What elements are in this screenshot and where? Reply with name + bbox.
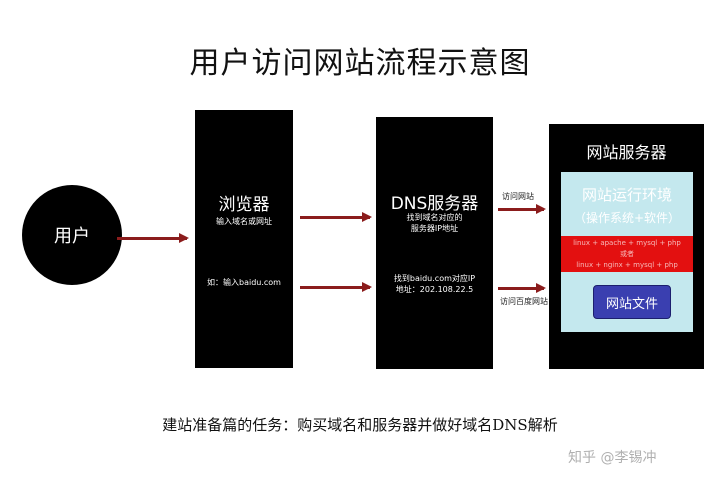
stack-line3: linux + nginx + mysql + php: [576, 261, 678, 269]
browser-title: 浏览器: [218, 195, 270, 215]
env-title: 网站运行环境: [581, 186, 672, 204]
arrow-label-visit-site: 访问网站: [502, 192, 534, 201]
dns-found-line1: 找到baidu.com对应IP: [393, 274, 476, 283]
dns-title: DNS服务器: [390, 194, 479, 214]
software-stack-bar: linux + apache + mysql + php 或者 linux + …: [561, 236, 693, 272]
runtime-env-box: 网站运行环境 （操作系统+软件） linux + apache + mysql …: [561, 172, 693, 332]
arrow-dns-to-server-2: [498, 283, 546, 293]
web-server-box: 网站服务器 网站运行环境 （操作系统+软件） linux + apache + …: [549, 124, 704, 369]
env-subtitle: （操作系统+软件）: [573, 211, 681, 225]
arrow-browser-to-dns-2: [300, 282, 372, 292]
footer-caption: 建站准备篇的任务：购买域名和服务器并做好域名DNS解析: [162, 416, 558, 434]
dns-server-box: DNS服务器 找到域名对应的 服务器IP地址 找到baidu.com对应IP 地…: [376, 117, 493, 369]
user-label: 用户: [54, 226, 90, 247]
arrow-browser-to-dns-1: [300, 212, 372, 222]
server-title: 网站服务器: [586, 143, 667, 162]
dns-subtitle-line1: 找到域名对应的: [406, 213, 463, 222]
website-files-box: 网站文件: [593, 285, 671, 319]
user-node: 用户: [22, 185, 122, 285]
watermark: 知乎 @李锡冲: [568, 450, 657, 466]
website-files-label: 网站文件: [605, 296, 658, 312]
dns-subtitle: 找到域名对应的 服务器IP地址: [376, 212, 493, 234]
dns-found-line2: 地址：202.108.22.5: [395, 285, 474, 294]
stack-line1: linux + apache + mysql + php: [573, 239, 681, 247]
browser-subtitle: 输入域名或网址: [216, 217, 272, 226]
dns-found-ip: 找到baidu.com对应IP 地址：202.108.22.5: [376, 273, 493, 295]
stack-line2: 或者: [620, 250, 634, 258]
page-title: 用户访问网站流程示意图: [189, 46, 531, 81]
arrow-user-to-browser: [117, 233, 189, 243]
arrow-label-visit-baidu: 访问百度网站: [500, 297, 548, 306]
arrow-dns-to-server-1: [498, 204, 546, 214]
browser-box: 浏览器 输入域名或网址 如：输入baidu.com: [195, 110, 293, 368]
dns-subtitle-line2: 服务器IP地址: [410, 224, 459, 233]
browser-example: 如：输入baidu.com: [207, 278, 281, 287]
